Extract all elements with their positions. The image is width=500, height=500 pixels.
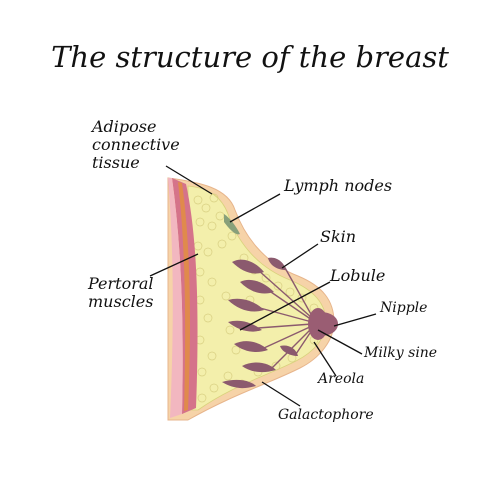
label-adipose-line1: Adipose <box>92 117 157 136</box>
label-pectoral-line1: Pertoral <box>88 274 154 293</box>
label-areola: Areola <box>318 371 365 387</box>
label-galactophore: Galactophore <box>278 407 374 423</box>
lymph-node <box>224 214 240 235</box>
leader-galacto <box>261 381 301 407</box>
lobules <box>222 257 298 389</box>
label-lymph-nodes: Lymph nodes <box>284 176 393 195</box>
leader-pectoral <box>149 253 199 277</box>
skin-inner-band <box>168 178 183 418</box>
nipple-shape <box>320 312 338 336</box>
milk-ducts <box>257 265 313 369</box>
label-pectoral: Pertoral muscles <box>88 275 154 311</box>
leader-areola <box>313 341 337 377</box>
leader-nipple <box>333 313 377 327</box>
leader-lobule <box>239 281 331 331</box>
label-skin: Skin <box>320 227 357 246</box>
leader-adipose <box>165 165 213 195</box>
leader-milky <box>317 329 363 355</box>
adipose-tissue <box>187 185 327 411</box>
label-lobule: Lobule <box>330 266 386 285</box>
leader-lymph <box>229 193 281 223</box>
label-adipose-line3: tissue <box>92 152 140 172</box>
diagram-title: The structure of the breast <box>51 40 449 74</box>
leader-skin <box>281 243 319 269</box>
label-adipose: Adipose connective tissue <box>92 118 180 172</box>
pectoral-muscle-stripe <box>178 182 190 411</box>
label-milky-sine: Milky sine <box>364 345 438 361</box>
label-nipple: Nipple <box>380 300 428 316</box>
label-adipose-line2: connective <box>92 134 180 154</box>
label-pectoral-line2: muscles <box>88 291 154 311</box>
pectoral-muscle <box>172 178 198 414</box>
